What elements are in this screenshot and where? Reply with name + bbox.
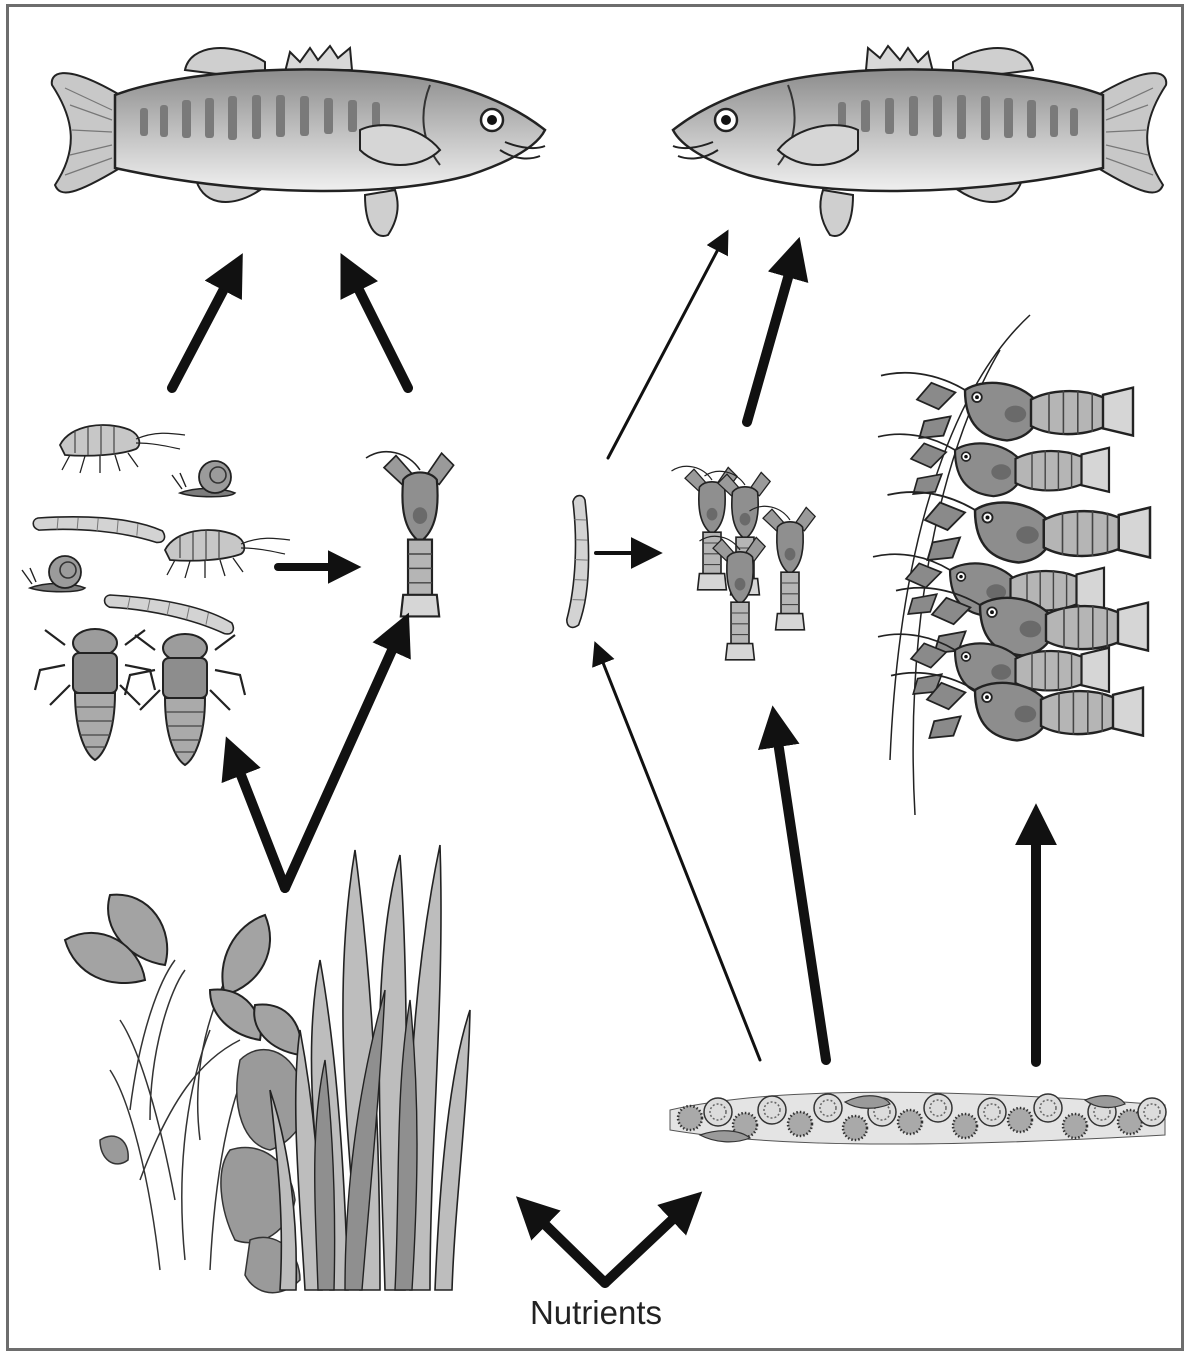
plankton-strip <box>670 1092 1166 1144</box>
arrow-plankton-to-worm <box>598 650 760 1060</box>
amphipod <box>60 425 185 473</box>
arrow-crayfish-to-fish <box>348 268 408 388</box>
arrow-crayfish-cluster-to-fish <box>747 253 795 422</box>
worm-larva <box>33 512 166 543</box>
worm-middle <box>567 495 591 628</box>
insect-nymph <box>35 629 155 760</box>
crayfish-swarm <box>873 315 1150 815</box>
arrow-nutrients-to-plants <box>528 1208 605 1283</box>
arrow-nutrients-to-plankton <box>605 1203 690 1283</box>
invertebrates-group <box>22 425 290 765</box>
amphipod <box>165 530 290 578</box>
nutrients-label: Nutrients <box>0 1294 1192 1332</box>
insect-nymph <box>125 634 245 765</box>
snail <box>172 461 235 497</box>
crayfish-single <box>366 452 454 617</box>
arrow-plants-to-invertebrates <box>232 752 285 888</box>
bass-fish-left <box>52 46 545 236</box>
arrow-plants-to-crayfish <box>285 628 402 888</box>
bass-fish-right <box>673 46 1166 236</box>
arrow-plankton-to-crayfish-cluster <box>775 722 826 1060</box>
snail <box>22 556 85 592</box>
arrow-worm-to-fish <box>608 238 724 458</box>
arrow-invertebrates-to-fish <box>172 268 235 388</box>
aquatic-plants <box>65 845 470 1293</box>
crayfish-cluster <box>672 466 816 659</box>
worm-larva <box>103 588 236 635</box>
